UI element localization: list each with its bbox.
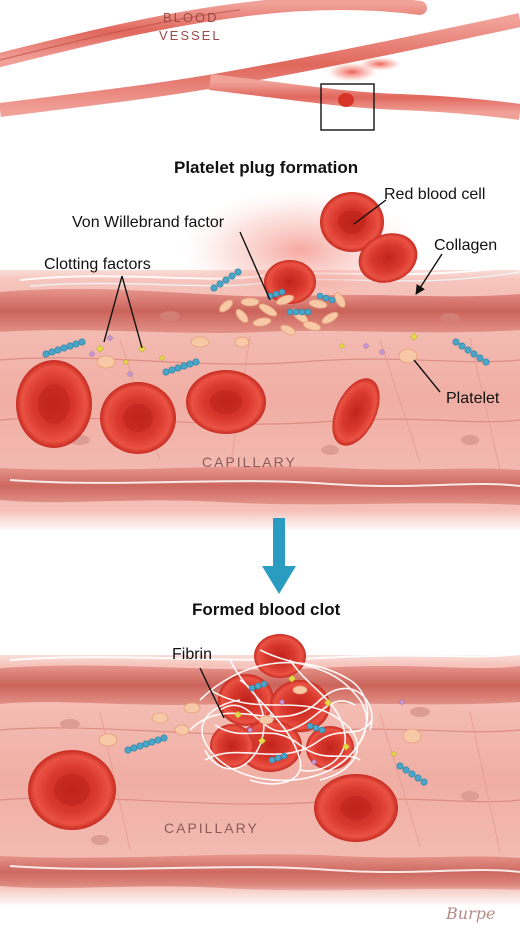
panel1-title: Platelet plug formation	[174, 158, 359, 177]
vessel-label-line2: VESSEL	[159, 28, 222, 43]
label-von-willebrand-factor: Von Willebrand factor	[72, 214, 225, 231]
leader-clotting-factors-b	[121, 275, 143, 349]
transition-arrow	[262, 518, 296, 594]
vessel-label-line1: BLOOD	[163, 10, 219, 25]
panel2-clotting-factors	[124, 674, 428, 786]
leader-platelet	[413, 359, 441, 393]
label-clotting-factors: Clotting factors	[44, 256, 151, 273]
leader-fibrin	[199, 667, 225, 719]
label-capillary-2: CAPILLARY	[164, 820, 259, 836]
leader-clotting-factors-a	[103, 275, 123, 343]
panel2-title: Formed blood clot	[192, 600, 341, 619]
label-red-blood-cell: Red blood cell	[384, 186, 486, 203]
leader-von-willebrand	[239, 231, 271, 301]
blood-vessel-overview	[0, 0, 520, 131]
leader-collagen	[415, 253, 443, 295]
zoom-box	[320, 83, 375, 131]
label-collagen: Collagen	[434, 237, 498, 254]
artist-signature: Burpe	[446, 904, 496, 923]
label-capillary-1: CAPILLARY	[202, 454, 297, 470]
leader-red-blood-cell	[353, 199, 387, 225]
leader-lines	[103, 199, 443, 719]
panel1-red-blood-cells	[16, 192, 418, 454]
panel2-red-blood-cells	[28, 634, 398, 842]
label-fibrin: Fibrin	[172, 646, 213, 663]
label-platelet: Platelet	[446, 390, 500, 407]
panel1-clotting-factors	[42, 268, 490, 378]
panel2-platelets	[98, 685, 422, 747]
